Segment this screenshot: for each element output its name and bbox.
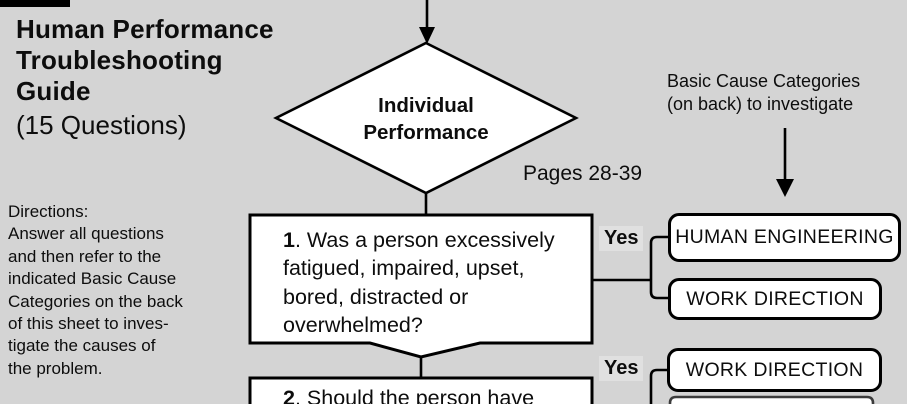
q2-category-bracket <box>649 368 667 404</box>
question-2-yes-label: Yes <box>599 356 644 381</box>
category-box-work-direction-1: WORK DIRECTION <box>668 278 882 320</box>
question-2-body: . Should the person have <box>294 386 535 404</box>
investigate-note: Basic Cause Categories (on back) to inve… <box>667 71 861 114</box>
page-title: Human Performance Troubleshooting Guide <box>16 14 274 106</box>
question-1-text: 1. Was a person excessively fatigued, im… <box>283 226 585 340</box>
question-2-box-shape <box>248 376 594 404</box>
question-2-number: 2 <box>283 386 295 404</box>
top-inflow-arrowhead-icon <box>419 27 435 44</box>
q1-category-bracket <box>649 235 668 300</box>
page-subtitle: (15 Questions) <box>16 110 187 140</box>
pages-note: Pages 28-39 <box>523 162 643 185</box>
question-1-number: 1 <box>283 228 295 252</box>
category-box-work-direction-2: WORK DIRECTION <box>667 348 882 392</box>
question-2-text: 2. Should the person have <box>283 384 585 404</box>
question-1-body: . Was a person excessively fatigued, imp… <box>283 228 555 338</box>
question-1-yes-label: Yes <box>599 226 644 251</box>
partial-category-box-shape <box>668 395 875 404</box>
investigate-arrowhead-icon <box>776 179 794 197</box>
question-1-box-shape <box>248 213 594 359</box>
decision-label: Individual Performance <box>363 94 489 144</box>
top-left-mark <box>0 0 70 7</box>
directions-text: Directions: Answer all questions and the… <box>8 202 183 378</box>
category-box-human-engineering: HUMAN ENGINEERING <box>668 213 901 262</box>
